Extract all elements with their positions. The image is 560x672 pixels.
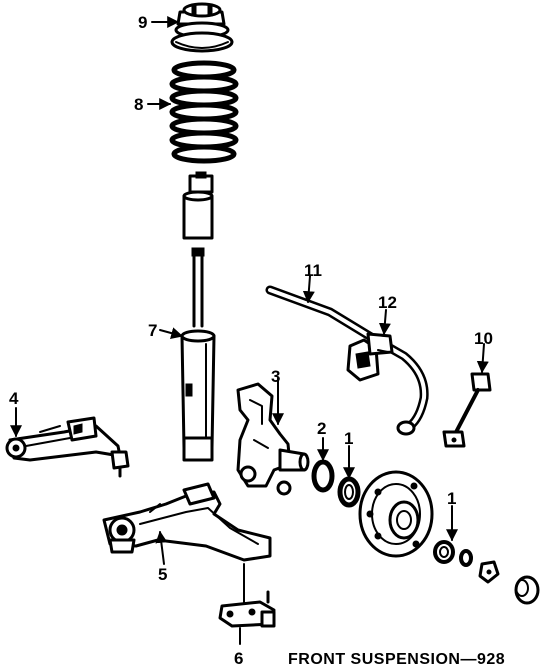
callout-10: 10 — [474, 329, 493, 348]
part-stabilizer-bar — [265, 285, 429, 436]
part-outer-bearing — [433, 540, 455, 564]
part-stabilizer-link — [442, 372, 492, 448]
callout-9: 9 — [138, 13, 147, 32]
part-upper-control-arm — [5, 416, 130, 478]
part-stabilizer-bushing — [346, 332, 394, 382]
callout-3: 3 — [271, 367, 280, 386]
part-lower-ball-joint — [218, 590, 276, 628]
part-thrust-washer — [459, 549, 473, 567]
callout-4: 4 — [9, 389, 19, 408]
callout-12: 12 — [378, 293, 397, 312]
part-wheel-hub — [358, 470, 434, 558]
diagram-caption: FRONT SUSPENSION—928 — [288, 651, 505, 668]
part-steering-knuckle — [236, 382, 310, 496]
leader-lines — [10, 16, 489, 645]
part-lower-control-arm — [102, 482, 272, 562]
callout-6: 6 — [234, 649, 243, 668]
callout-11: 11 — [304, 261, 322, 280]
callout-2: 2 — [317, 419, 326, 438]
callout-7: 7 — [148, 321, 157, 340]
callout-8: 8 — [134, 95, 143, 114]
part-coil-spring — [169, 60, 239, 164]
part-shock-absorber — [180, 171, 216, 462]
part-upper-spring-mount — [170, 2, 234, 53]
part-seal — [311, 459, 335, 493]
callout-1-inner-bearing: 1 — [344, 429, 353, 448]
callout-5: 5 — [158, 565, 167, 584]
callout-1-outer-bearing: 1 — [447, 489, 456, 508]
part-dust-cap — [514, 575, 540, 605]
part-spindle-nut — [478, 560, 500, 584]
part-inner-bearing — [337, 476, 361, 508]
